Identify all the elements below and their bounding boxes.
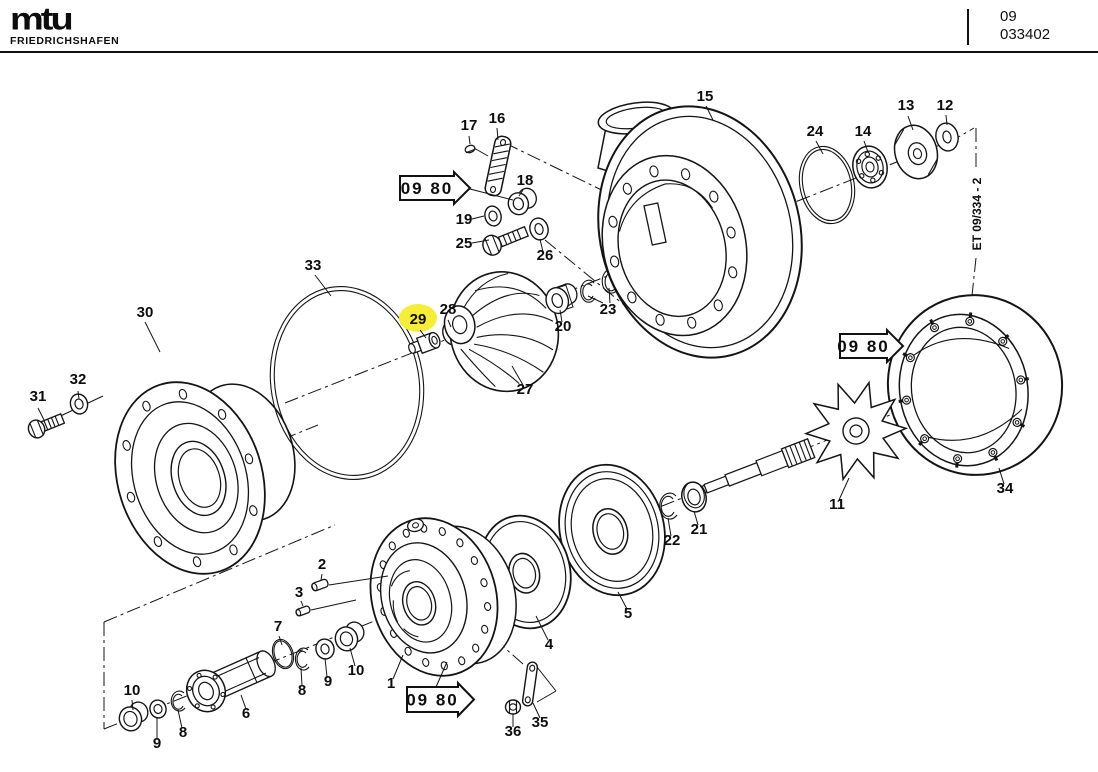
mtu-logo-word: mtu bbox=[10, 2, 74, 37]
part-label-9[interactable]: 9 bbox=[324, 673, 332, 690]
highlight-part-29 bbox=[399, 304, 437, 332]
part-14-bearing bbox=[852, 145, 888, 189]
part-6-bearing-sleeve bbox=[185, 650, 276, 713]
page-header: mtu FRIEDRICHSHAFEN 09 033402 bbox=[0, 0, 1098, 53]
part-label-1[interactable]: 1 bbox=[387, 675, 395, 692]
part-label-3[interactable]: 3 bbox=[295, 584, 303, 601]
ref-box-label: 09 80 bbox=[406, 691, 459, 710]
part-label-15[interactable]: 15 bbox=[697, 88, 714, 105]
part-20-bushing bbox=[545, 283, 578, 315]
part-label-35[interactable]: 35 bbox=[532, 714, 549, 731]
part-label-19[interactable]: 19 bbox=[456, 211, 473, 228]
part-label-25[interactable]: 25 bbox=[456, 235, 473, 252]
part-26-washer bbox=[529, 217, 549, 241]
part-label-23[interactable]: 23 bbox=[600, 301, 617, 318]
part-label-33[interactable]: 33 bbox=[305, 257, 322, 274]
part-10-cap-left bbox=[118, 701, 149, 732]
part-5-seal-plate bbox=[558, 463, 666, 597]
part-30-flange-housing bbox=[114, 381, 296, 575]
part-label-32[interactable]: 32 bbox=[70, 371, 87, 388]
part-19-washer bbox=[484, 205, 502, 227]
ref-box-label: 09 80 bbox=[401, 179, 454, 198]
header-rule bbox=[0, 51, 1098, 53]
part-21-seal-ring bbox=[681, 481, 707, 513]
part-9-washer-right bbox=[315, 638, 335, 660]
part-33-o-ring bbox=[269, 286, 425, 480]
ref-box-09-80[interactable]: 09 80 bbox=[837, 327, 905, 365]
part-label-30[interactable]: 30 bbox=[137, 304, 154, 321]
part-9-washer-left bbox=[149, 699, 167, 719]
part-label-27[interactable]: 27 bbox=[517, 381, 534, 398]
part-label-34[interactable]: 34 bbox=[997, 480, 1014, 497]
part-label-10[interactable]: 10 bbox=[348, 662, 365, 679]
doc-group: 09 bbox=[1000, 8, 1017, 25]
part-34-turbine-housing bbox=[886, 294, 1064, 476]
ref-box-09-80[interactable]: 09 80 bbox=[406, 680, 476, 719]
part-17-pin bbox=[464, 144, 476, 154]
part-label-2[interactable]: 2 bbox=[318, 556, 326, 573]
part-label-11[interactable]: 11 bbox=[829, 496, 845, 513]
part-label-4[interactable]: 4 bbox=[545, 636, 554, 653]
part-label-13[interactable]: 13 bbox=[898, 97, 915, 114]
leader-lines bbox=[37, 105, 1005, 739]
part-label-14[interactable]: 14 bbox=[855, 123, 872, 140]
part-label-31[interactable]: 31 bbox=[30, 388, 47, 405]
part-11-turbine-shaft bbox=[695, 380, 909, 496]
ref-box-09-80[interactable]: 09 80 bbox=[399, 169, 472, 207]
part-29-fitting bbox=[408, 331, 441, 355]
part-label-7[interactable]: 7 bbox=[274, 618, 282, 635]
part-label-8[interactable]: 8 bbox=[179, 724, 187, 741]
part-label-28[interactable]: 28 bbox=[440, 301, 457, 318]
side-note: ET 09/334 - 2 bbox=[970, 177, 984, 250]
part-label-18[interactable]: 18 bbox=[517, 172, 534, 189]
part-16-plate bbox=[484, 135, 512, 197]
part-13-cover bbox=[893, 124, 939, 180]
part-8-snap-ring-left bbox=[170, 690, 186, 712]
part-1-hub bbox=[369, 517, 517, 677]
document-ids: 09 033402 bbox=[1000, 8, 1050, 44]
part-label-12[interactable]: 12 bbox=[937, 97, 954, 114]
mtu-logo: mtu FRIEDRICHSHAFEN bbox=[10, 4, 119, 47]
part-24-o-ring bbox=[798, 145, 856, 225]
part-31-bolt bbox=[27, 413, 66, 439]
part-32-washer bbox=[69, 393, 89, 415]
part-label-20[interactable]: 20 bbox=[555, 318, 572, 335]
part-label-24[interactable]: 24 bbox=[807, 123, 824, 140]
part-18-bushing bbox=[507, 187, 537, 216]
ref-box-label: 09 80 bbox=[837, 337, 890, 356]
part-36-nut bbox=[504, 699, 522, 715]
ref-box-layer: 09 80 09 80 09 80 bbox=[399, 169, 905, 719]
part-label-22[interactable]: 22 bbox=[664, 532, 681, 549]
part-label-17[interactable]: 17 bbox=[461, 117, 478, 134]
part-27-compressor-wheel bbox=[443, 271, 560, 393]
doc-number: 033402 bbox=[1000, 26, 1051, 43]
part-label-8[interactable]: 8 bbox=[298, 682, 306, 699]
part-7-o-ring bbox=[271, 638, 295, 670]
part-35-link bbox=[521, 661, 539, 707]
part-10-bushing-right bbox=[334, 621, 365, 652]
part-label-26[interactable]: 26 bbox=[537, 247, 554, 264]
mtu-logo-subtitle: FRIEDRICHSHAFEN bbox=[10, 35, 120, 47]
part-label-16[interactable]: 16 bbox=[489, 110, 506, 127]
part-8-snap-ring-right bbox=[294, 647, 310, 671]
header-separator bbox=[967, 9, 969, 45]
part-label-9[interactable]: 9 bbox=[153, 735, 161, 752]
highlight-layer bbox=[399, 304, 437, 332]
part-label-36[interactable]: 36 bbox=[505, 723, 522, 740]
part-label-10[interactable]: 10 bbox=[124, 682, 141, 699]
part-label-29[interactable]: 29 bbox=[410, 311, 427, 328]
part-2-pin bbox=[311, 578, 329, 592]
part-label-6[interactable]: 6 bbox=[242, 705, 250, 722]
part-label-21[interactable]: 21 bbox=[691, 521, 708, 538]
part-15-compressor-housing bbox=[597, 101, 803, 359]
part-3-pin bbox=[295, 605, 311, 617]
part-label-5[interactable]: 5 bbox=[624, 605, 632, 622]
